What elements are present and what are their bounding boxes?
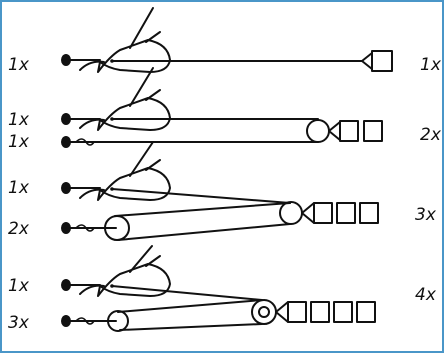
row-4-reel-body xyxy=(97,263,171,297)
row-3-left-label-2: 2x xyxy=(8,219,30,239)
row-4-handle xyxy=(145,255,161,267)
row-3-weight-3 xyxy=(359,202,379,224)
row-4-right-label: 4x xyxy=(415,285,437,305)
row-1-weight-1 xyxy=(371,50,393,72)
row-4-knot xyxy=(75,317,95,325)
row-1-hand xyxy=(79,60,105,71)
row-3: 1x 2x 3x xyxy=(8,141,437,241)
row-2-left-label-1: 1x xyxy=(8,110,30,130)
row-2-reel-body xyxy=(97,97,171,131)
row-2-fishing-reel xyxy=(61,67,171,148)
row-4-pulley-moving-outer xyxy=(251,299,277,325)
row-3-hand xyxy=(79,188,105,199)
row-3-fishing-reel xyxy=(61,141,171,234)
row-2-hook xyxy=(328,121,341,141)
row-3-rod-line xyxy=(129,141,154,177)
row-4-weight-1 xyxy=(287,301,307,323)
row-2-right-label: 2x xyxy=(420,125,442,145)
row-4-hook xyxy=(275,301,289,323)
row-4-weight-4 xyxy=(356,301,376,323)
row-1-hook xyxy=(361,52,373,70)
row-2-knot xyxy=(75,138,95,146)
row-2-left-label-2: 1x xyxy=(8,132,30,152)
row-1-reel-body xyxy=(97,39,171,73)
row-4-pulley-fixed xyxy=(107,310,129,332)
row-1-right-label: 1x xyxy=(420,55,442,75)
row-4: 1x 3x 4x xyxy=(8,245,437,333)
row-3-hook xyxy=(301,202,315,224)
row-4-weight-3 xyxy=(333,301,353,323)
row-2-handle xyxy=(145,89,161,101)
row-3-right-label: 3x xyxy=(415,205,437,225)
row-4-line-1 xyxy=(111,285,263,301)
row-4-pulley-moving-inner xyxy=(258,306,270,318)
row-4-line-2 xyxy=(117,299,263,313)
row-3-pulley-fixed xyxy=(104,215,130,241)
row-3-reel-body xyxy=(97,167,171,201)
row-2-rod-line xyxy=(129,67,154,107)
row-1: 1x 1x xyxy=(8,7,442,75)
row-2-hand xyxy=(79,118,105,129)
row-4-fishing-reel xyxy=(61,245,171,327)
row-2-weight-1 xyxy=(339,120,359,142)
row-3-line-1 xyxy=(111,188,291,204)
row-4-left-label-2: 3x xyxy=(8,313,30,333)
row-1-handle xyxy=(145,31,161,43)
row-3-weight-2 xyxy=(336,202,356,224)
row-2: 1x 1x 2x xyxy=(8,67,442,152)
row-1-rod-line xyxy=(129,7,154,49)
row-4-line-3 xyxy=(119,323,263,331)
row-4-weight-2 xyxy=(310,301,330,323)
row-4-hand xyxy=(79,284,105,295)
row-1-left-label-1: 1x xyxy=(8,55,30,75)
row-3-pulley-moving xyxy=(279,201,303,225)
row-2-pulley-1 xyxy=(306,119,330,143)
row-3-line-3 xyxy=(117,223,291,241)
row-3-weight-1 xyxy=(313,202,333,224)
row-1-fishing-reel xyxy=(61,7,171,73)
row-3-line-2 xyxy=(114,202,291,217)
row-3-handle xyxy=(145,159,161,171)
row-4-rod-line xyxy=(129,245,153,273)
row-3-left-label-1: 1x xyxy=(8,178,30,198)
row-4-left-label-1: 1x xyxy=(8,276,30,296)
row-3-knot xyxy=(75,224,95,232)
row-2-weight-2 xyxy=(363,120,383,142)
